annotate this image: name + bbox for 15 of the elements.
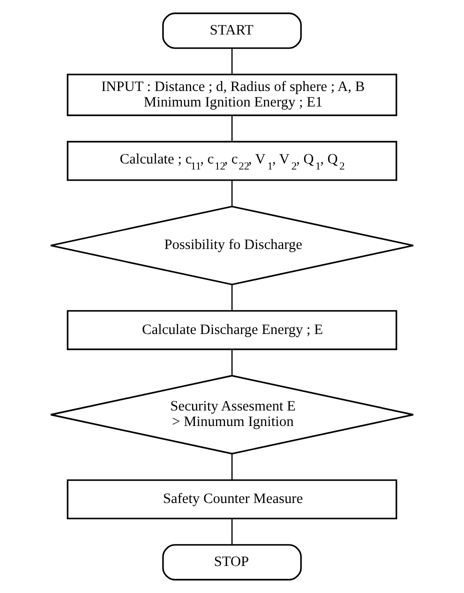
connector — [231, 284, 233, 311]
node-box: Safety Counter Measure — [66, 479, 398, 520]
node-box: STOP — [162, 544, 302, 580]
node-box: Calculate Discharge Energy ; E — [66, 310, 398, 350]
connector — [231, 116, 233, 142]
node-diamond: Possibility fo Discharge — [50, 206, 414, 286]
connector — [231, 350, 233, 376]
node-box: INPUT : Distance ; d, Radius of sphere ; A, B Minimum Ignition Energy ; E1 — [66, 74, 398, 116]
connector — [231, 518, 233, 545]
node-box: START — [162, 12, 302, 49]
node-box: Calculate ; c$_{11}$, c$_{12}$, c$_{22}$, V$_{1}$, V$_{2}$, Q$_{1}$, Q$_{2}$ — [66, 140, 398, 181]
connector — [231, 454, 233, 480]
node-diamond: Security Assesment E > Minumum Ignition — [50, 374, 414, 454]
connector — [231, 48, 233, 74]
connector — [231, 180, 233, 206]
